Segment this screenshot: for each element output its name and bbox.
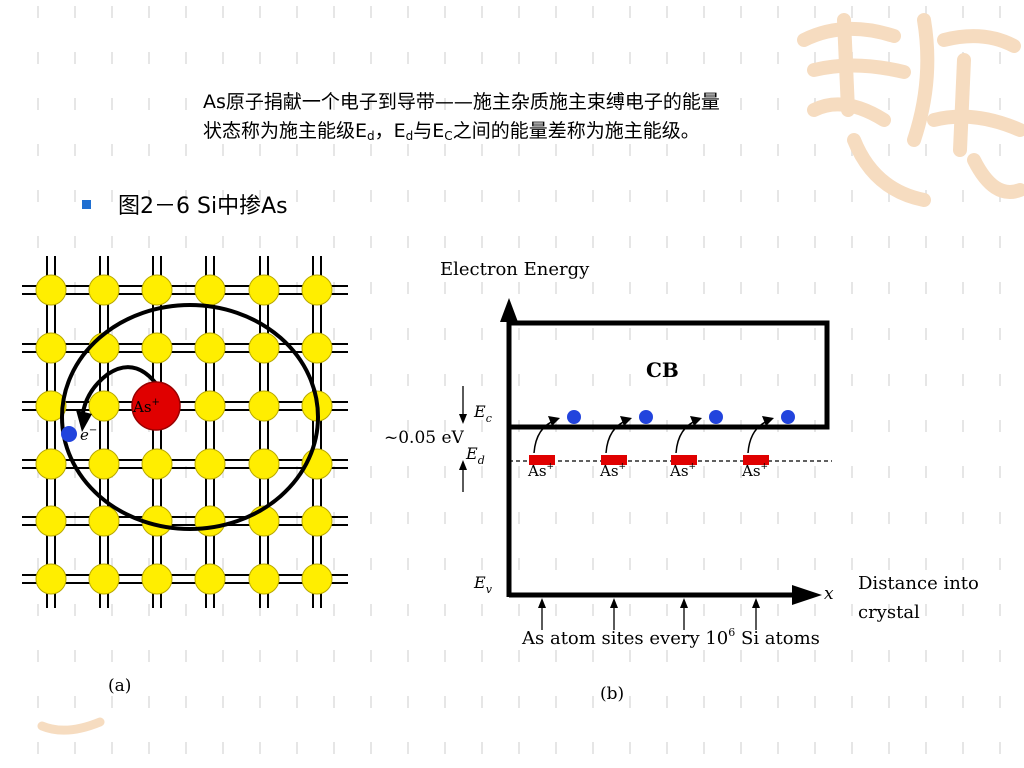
intro-paragraph: As原子捐献一个电子到导带——施主杂质施主束缚电子的能量 状态称为施主能级Ed，… <box>203 88 923 146</box>
donor-level-mark <box>601 455 627 465</box>
as-dopant-atom <box>131 381 181 431</box>
si-atom <box>35 390 67 422</box>
si-atom <box>141 274 173 306</box>
donor-ion-label: As+ <box>741 462 768 480</box>
si-atom <box>194 332 226 364</box>
donor-ion-label: As+ <box>599 462 626 480</box>
donor-level-mark <box>743 455 769 465</box>
si-atom <box>141 332 173 364</box>
figure-title: 图2－6 Si中掺As <box>118 194 288 219</box>
lattice-bonds <box>22 256 348 608</box>
gap-energy-label: ~0.05 eV <box>384 428 465 448</box>
distance-axis-arrowhead <box>792 585 822 605</box>
ed-label: Ed <box>465 444 485 467</box>
caption-b: (b) <box>600 684 625 704</box>
si-atom <box>35 563 67 595</box>
intro-line-1: As原子捐献一个电子到导带——施主杂质施主束缚电子的能量 <box>203 91 720 113</box>
conduction-electron <box>567 410 581 424</box>
excitation-arrowhead <box>620 416 632 426</box>
electron-label: e− <box>80 425 97 444</box>
cb-label: CB <box>646 358 679 382</box>
caption-a: (a) <box>108 676 132 696</box>
site-arrowhead <box>752 598 760 608</box>
site-arrowhead <box>680 598 688 608</box>
distance-label-line2: crystal <box>858 602 920 623</box>
x-axis-label: x <box>824 584 834 604</box>
band-diagram: Electron Energy x Distance into crystal … <box>384 259 979 649</box>
ec-label: Ec <box>473 402 492 425</box>
si-atom <box>88 563 120 595</box>
si-atom <box>88 274 120 306</box>
site-arrowhead <box>610 598 618 608</box>
site-arrowhead <box>538 598 546 608</box>
si-atom <box>248 448 280 480</box>
si-atom <box>301 332 333 364</box>
si-atom <box>88 332 120 364</box>
si-atom <box>194 505 226 537</box>
si-atom <box>248 274 280 306</box>
si-lattice-diagram: As+ e− <box>22 256 348 608</box>
as-dopant-label: As+ <box>132 397 160 416</box>
conduction-band-box <box>506 320 830 430</box>
si-atom <box>35 332 67 364</box>
figure-bullet: 图2－6 Si中掺As <box>82 188 288 220</box>
donor-level-mark <box>671 455 697 465</box>
si-atom <box>141 448 173 480</box>
energy-axis-label: Electron Energy <box>440 259 590 280</box>
si-atom <box>194 274 226 306</box>
transfer-arrow <box>80 365 164 421</box>
corner-decoration <box>37 717 105 735</box>
donor-ion-label: As+ <box>527 462 554 480</box>
si-atom <box>194 563 226 595</box>
ev-label: Ev <box>473 573 493 596</box>
site-arrows <box>538 598 760 630</box>
si-atom <box>301 563 333 595</box>
si-atom <box>248 332 280 364</box>
excitation-arrowhead <box>690 416 702 426</box>
donor-level-mark <box>529 455 555 465</box>
donor-sites: As+ As+ As+ As+ <box>527 410 795 480</box>
energy-axis-arrowhead <box>500 298 518 322</box>
sites-label: As atom sites every 106 Si atoms <box>521 626 820 649</box>
si-atom <box>194 390 226 422</box>
conduction-electron <box>709 410 723 424</box>
intro-line-2: 状态称为施主能级Ed，Ed与EC之间的能量差称为施主能级。 <box>203 120 700 143</box>
si-atom <box>35 505 67 537</box>
excitation-arrowhead <box>762 416 774 426</box>
donor-ion-label: As+ <box>669 462 696 480</box>
si-atom <box>248 563 280 595</box>
si-atom <box>35 448 67 480</box>
si-atom <box>301 505 333 537</box>
distance-label-line1: Distance into <box>858 573 979 594</box>
transfer-arrowhead <box>76 410 92 432</box>
conduction-electron <box>639 410 653 424</box>
free-electron <box>61 426 77 442</box>
excitation-arrowhead <box>548 416 560 426</box>
bullet-square-icon <box>82 199 91 209</box>
si-atom <box>141 563 173 595</box>
si-atom <box>194 448 226 480</box>
si-atom <box>301 274 333 306</box>
si-atom <box>35 274 67 306</box>
si-atom <box>88 448 120 480</box>
calligraphy-watermark <box>797 13 1024 207</box>
si-atom <box>248 390 280 422</box>
si-atom <box>88 505 120 537</box>
electron-orbit <box>60 303 320 531</box>
si-atom <box>88 390 120 422</box>
conduction-electron <box>781 410 795 424</box>
lattice-atoms <box>35 274 333 595</box>
